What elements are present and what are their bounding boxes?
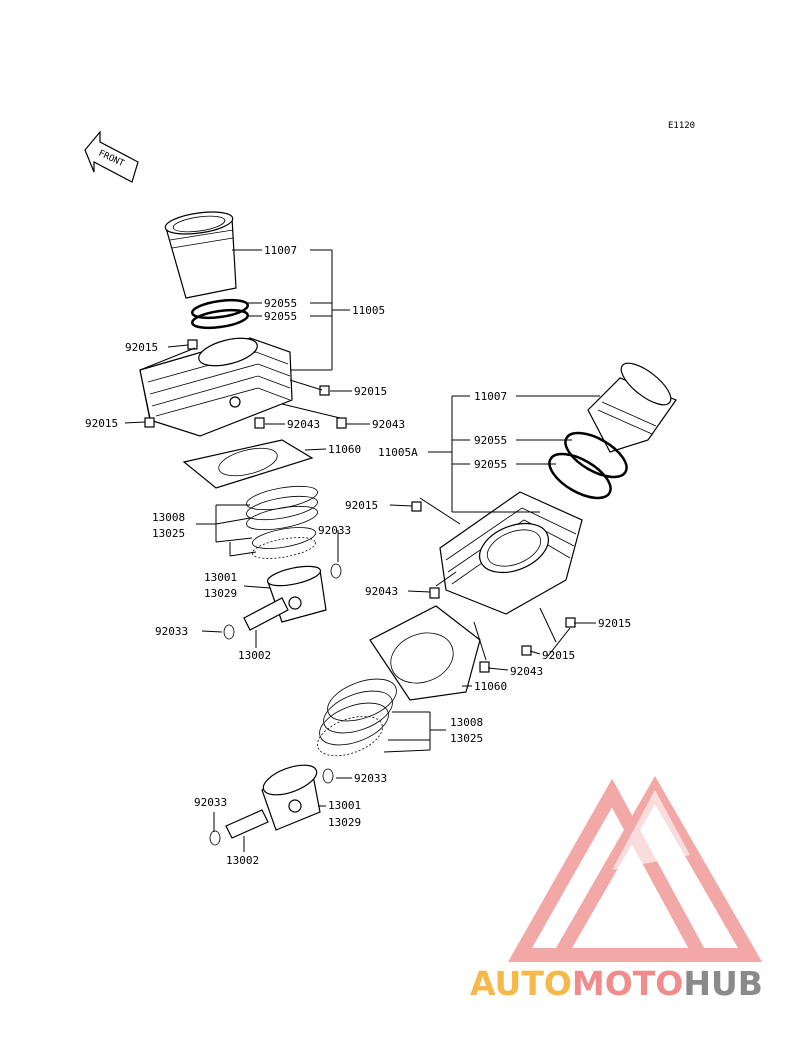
dowel-92043-a (254, 417, 265, 429)
piston-pin-bottom (225, 809, 269, 839)
label-13008-bottom: 13008 (450, 716, 483, 729)
cylinder-sleeve-bottom (587, 362, 677, 453)
watermark-moto: MOTO (572, 964, 683, 1003)
label-11060-bottom: 11060 (474, 680, 507, 693)
o-ring-bottom-2 (548, 452, 612, 500)
cylinder-block-bottom (439, 491, 583, 615)
label-92055-bottom-1: 92055 (474, 434, 507, 447)
nut-92015-c (319, 385, 330, 396)
label-92033-top-a: 92033 (318, 524, 351, 537)
label-92043-top-a: 92043 (287, 418, 320, 431)
label-92015-bottom-a: 92015 (345, 499, 378, 512)
dowel-92043-c (429, 587, 440, 599)
base-gasket-top (182, 439, 314, 489)
watermark-text: AUTOMOTOHUB (470, 964, 763, 1003)
label-92043-bottom-a: 92043 (365, 585, 398, 598)
label-13008-top: 13008 (152, 511, 185, 524)
leaders-top (124, 249, 370, 648)
nut-92015-a (187, 339, 198, 350)
front-arrow-icon: FRONT (84, 130, 139, 183)
leaders-bottom (213, 395, 600, 852)
base-gasket-bottom (369, 605, 481, 701)
label-92015-top-a: 92015 (125, 341, 158, 354)
diagram-code: E1120 (668, 121, 695, 131)
label-13002-bottom: 13002 (226, 854, 259, 867)
nut-92015-b (144, 417, 155, 428)
label-92055-top-1: 92055 (264, 297, 297, 310)
label-13001-top: 13001 (204, 571, 237, 584)
dowel-92043-b (336, 417, 347, 429)
label-13025-top: 13025 (152, 527, 185, 540)
circlip-top-b (223, 624, 235, 640)
label-92055-top-2: 92055 (264, 310, 297, 323)
label-92033-top-b: 92033 (155, 625, 188, 638)
circlip-top-a (330, 563, 342, 579)
label-92033-bottom-b: 92033 (194, 796, 227, 809)
label-11007-top: 11007 (264, 244, 297, 257)
piston-rings-bottom (317, 678, 397, 757)
nut-92015-f (521, 645, 532, 656)
label-11005: 11005 (352, 304, 385, 317)
piston-bottom (261, 764, 321, 831)
label-13002-top: 13002 (238, 649, 271, 662)
label-92015-bottom-b: 92015 (598, 617, 631, 630)
label-11005A: 11005A (378, 446, 418, 459)
label-92043-top-b: 92043 (372, 418, 405, 431)
nut-92015-e (565, 617, 576, 628)
watermark-hub: HUB (683, 964, 763, 1003)
dowel-92043-d (479, 661, 490, 673)
cylinder-block-top (139, 337, 293, 437)
label-13029-bottom: 13029 (328, 816, 361, 829)
label-92015-bottom-c: 92015 (542, 649, 575, 662)
label-13001-bottom: 13001 (328, 799, 361, 812)
cylinder-sleeve-top (164, 211, 237, 299)
label-92015-top-c: 92015 (354, 385, 387, 398)
circlip-bottom-b (209, 830, 221, 846)
circlip-bottom-a (322, 768, 334, 784)
label-92015-top-b: 92015 (85, 417, 118, 430)
label-92033-bottom-a: 92033 (354, 772, 387, 785)
label-92055-bottom-2: 92055 (474, 458, 507, 471)
label-11007-bottom: 11007 (474, 390, 507, 403)
piston-pin-top (243, 597, 289, 631)
watermark-logo-icon (507, 775, 763, 962)
label-11060-top: 11060 (328, 443, 361, 456)
label-13025-bottom: 13025 (450, 732, 483, 745)
piston-rings-top (246, 485, 318, 559)
o-ring-top-1 (191, 298, 249, 320)
o-ring-top-2 (191, 308, 249, 330)
nut-92015-d (411, 501, 422, 512)
o-ring-bottom-1 (564, 431, 628, 479)
watermark-auto: AUTO (470, 964, 572, 1003)
label-92043-bottom-b: 92043 (510, 665, 543, 678)
label-13029-top: 13029 (204, 587, 237, 600)
